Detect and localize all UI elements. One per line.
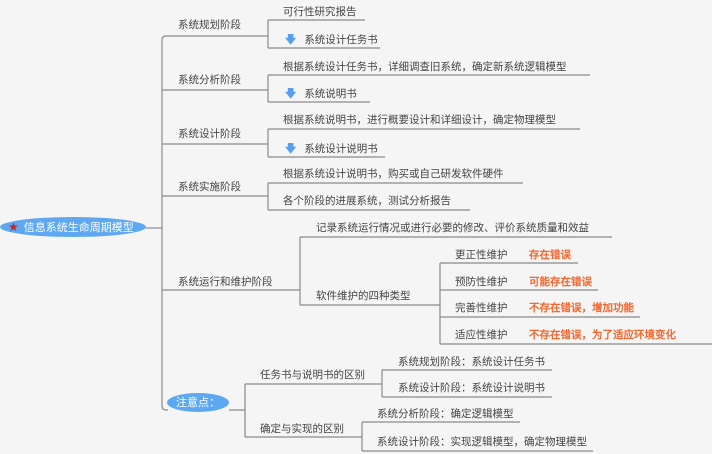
notes-group[interactable]: 确定与实现的区别 xyxy=(260,423,344,435)
maintenance-note: 不存在错误，增加功能 xyxy=(529,302,634,314)
maintenance-type[interactable]: 适应性维护 xyxy=(455,329,508,341)
maintenance-note: 存在错误 xyxy=(529,249,571,261)
notes-item[interactable]: 系统设计阶段：实现逻辑模型，确定物理模型 xyxy=(377,436,587,448)
arrow-down-icon: 🡇 xyxy=(285,142,297,155)
root-label: 信息系统生命周期模型 xyxy=(23,221,134,234)
stage-implementation[interactable]: 系统实施阶段 xyxy=(178,181,241,193)
stage-operation-item[interactable]: 记录系统运行情况或进行必要的修改、评价系统质量和效益 xyxy=(316,222,589,234)
notes-item[interactable]: 系统规划阶段：系统设计任务书 xyxy=(398,356,545,368)
maintenance-type[interactable]: 完善性维护 xyxy=(455,302,508,314)
maintenance-type[interactable]: 预防性维护 xyxy=(455,276,508,288)
stage-planning[interactable]: 系统规划阶段 xyxy=(178,19,241,31)
stage-design[interactable]: 系统设计阶段 xyxy=(178,128,241,140)
stage-design-item[interactable]: 根据系统说明书，进行概要设计和详细设计，确定物理模型 xyxy=(283,114,556,126)
stage-planning-output[interactable]: 🡇系统设计任务书 xyxy=(285,33,378,46)
notes-node[interactable]: 注意点： xyxy=(167,393,229,412)
maintenance-note: 可能存在错误 xyxy=(529,276,592,288)
stage-planning-item[interactable]: 可行性研究报告 xyxy=(283,6,357,18)
maintenance-note: 不存在错误，为了适应环境变化 xyxy=(529,329,676,341)
notes-item[interactable]: 系统设计阶段：系统设计说明书 xyxy=(398,382,545,394)
stage-analysis[interactable]: 系统分析阶段 xyxy=(178,74,241,86)
notes-item[interactable]: 系统分析阶段：确定逻辑模型 xyxy=(377,408,514,420)
stage-analysis-item[interactable]: 根据系统设计任务书，详细调查旧系统，确定新系统逻辑模型 xyxy=(283,61,567,73)
star-icon: ★ xyxy=(8,220,19,234)
maintenance-type[interactable]: 更正性维护 xyxy=(455,249,508,261)
stage-implementation-item[interactable]: 根据系统设计说明书，购买或自己研发软件硬件 xyxy=(283,168,504,180)
stage-operation[interactable]: 系统运行和维护阶段 xyxy=(178,276,273,288)
notes-group[interactable]: 任务书与说明书的区别 xyxy=(260,369,365,381)
maintenance-types[interactable]: 软件维护的四种类型 xyxy=(316,290,411,302)
stage-implementation-item[interactable]: 各个阶段的进展系统，测试分析报告 xyxy=(283,195,451,207)
root-node[interactable]: ★ 信息系统生命周期模型 xyxy=(0,217,146,237)
arrow-down-icon: 🡇 xyxy=(285,33,297,46)
arrow-down-icon: 🡇 xyxy=(285,87,297,100)
stage-design-output[interactable]: 🡇系统设计说明书 xyxy=(285,142,378,155)
stage-analysis-output[interactable]: 🡇系统说明书 xyxy=(285,87,357,100)
